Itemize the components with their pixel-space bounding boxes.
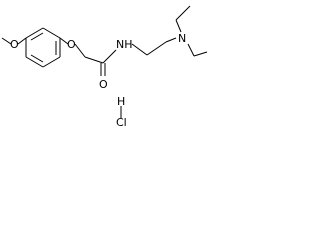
bond-ring-o <box>59 37 69 45</box>
atom-label-carbonyl-o: O <box>99 78 108 91</box>
atom-label-ether-o: O <box>67 38 76 51</box>
bond-methyl-o <box>1 37 12 45</box>
atom-label-hcl-h: H <box>117 95 125 108</box>
bond-n-ethyl1-a <box>175 19 182 33</box>
bond-n-ethyl2-a <box>187 43 195 57</box>
bond-ch2-c <box>84 56 104 64</box>
bond-group-chain <box>74 37 177 76</box>
structure-canvas: O O NH O N H Cl <box>0 0 208 127</box>
bond-o-ch2 <box>74 43 86 58</box>
bond-n-ethyl2-b <box>193 51 208 57</box>
bond-n-ch2 <box>131 43 148 56</box>
atom-label-amine-n: N <box>178 32 186 45</box>
bond-ring-2 <box>42 27 61 39</box>
bond-c-n <box>102 49 117 64</box>
bond-ch2-ch2 <box>146 41 167 56</box>
atom-label-group: O O NH O N H Cl <box>10 32 186 127</box>
bond-o-ring <box>17 37 27 45</box>
atom-label-methoxy-o: O <box>10 38 19 51</box>
bond-ch2-n <box>165 37 177 43</box>
bond-ring-inner-3 <box>30 54 44 63</box>
bond-n-ethyl1-b <box>175 5 191 21</box>
bond-ring-5 <box>25 56 44 68</box>
atom-label-hcl-cl: Cl <box>116 116 127 127</box>
bond-group-ring <box>1 27 69 68</box>
bond-ring-4 <box>42 56 61 68</box>
bond-group-ethyls <box>175 5 208 57</box>
structure-svg: O O NH O N H Cl <box>1 5 208 127</box>
atom-label-amide-nh: NH <box>116 38 133 51</box>
bond-ring-1 <box>25 27 44 39</box>
bond-ring-inner-1 <box>30 32 44 41</box>
